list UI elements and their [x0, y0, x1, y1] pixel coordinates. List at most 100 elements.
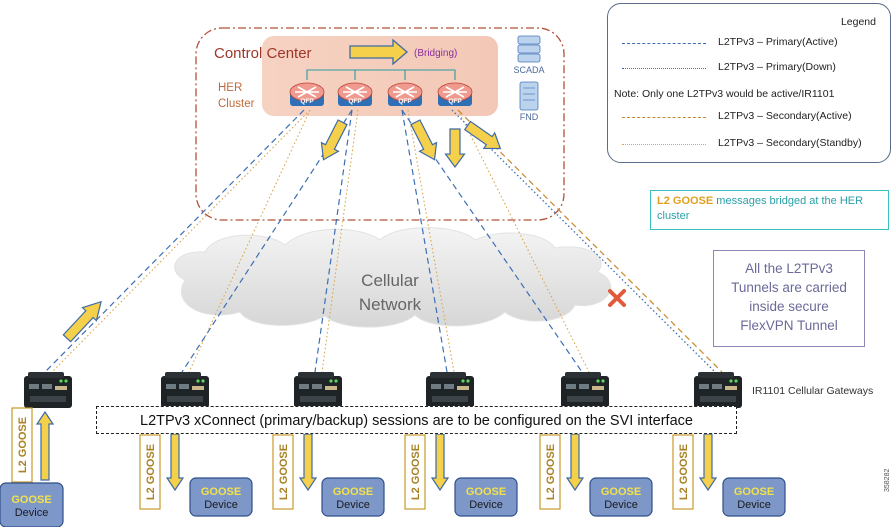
legend-item-primary-down: L2TPv3 – Primary(Down) — [614, 61, 882, 75]
l2-goose-label: L2 GOOSE — [11, 407, 33, 483]
router-label: QFP — [448, 98, 462, 105]
goose-arrow — [698, 433, 718, 492]
device-label-line2: Device — [204, 499, 238, 511]
device-label-line2: Device — [469, 499, 503, 511]
her-label: HER — [218, 82, 242, 94]
tunnel-secondary — [51, 109, 311, 373]
tunnel-lines — [44, 109, 723, 373]
legend-note: Note: Only one L2TPv3 would be active/IR… — [614, 88, 835, 100]
cluster-bus — [306, 69, 456, 80]
tunnel-primary — [401, 109, 448, 373]
control-center: Control Center HER Cluster (Bridging) — [195, 27, 565, 221]
fnd-label: FND — [520, 112, 539, 122]
scada-label: SCADA — [513, 65, 544, 75]
svg-text:L2 GOOSE: L2 GOOSE — [545, 444, 557, 500]
goose-arrow — [430, 433, 450, 492]
fnd-server: FND — [519, 81, 539, 122]
legend-item-secondary-active: L2TPv3 – Secondary(Active) — [614, 110, 882, 124]
figure-id: 358282 — [884, 468, 891, 492]
her-router-icon: QFP — [337, 82, 373, 106]
flow-arrow — [444, 128, 466, 169]
tunnel-secondary — [457, 109, 590, 373]
device-label-line1: GOOSE — [466, 486, 506, 498]
ir1101-gateway-icon — [24, 372, 72, 408]
legend-label: L2TPv3 – Primary(Down) — [718, 61, 836, 73]
flexvpn-note: All the L2TPv3 Tunnels are carried insid… — [713, 250, 865, 347]
cloud-label-line1: Cellular — [361, 271, 419, 290]
ir1101-gateway-icon — [694, 372, 742, 408]
tunnel-primary — [44, 109, 305, 373]
tunnel-secondary — [407, 109, 455, 373]
tunnel-primary — [451, 109, 716, 373]
goose-arrow — [35, 410, 55, 481]
router-label: QFP — [398, 98, 412, 105]
flow-arrow — [62, 300, 102, 343]
cloud-label-line2: Network — [359, 295, 422, 314]
router-label: QFP — [348, 98, 362, 105]
l2-goose-label: L2 GOOSE — [672, 434, 694, 510]
ir1101-gateway-icon — [161, 372, 209, 408]
control-center-title: Control Center — [214, 45, 312, 62]
svg-text:L2 GOOSE: L2 GOOSE — [410, 444, 422, 500]
legend-label: L2TPv3 – Secondary(Standby) — [718, 137, 862, 149]
flow-arrow — [410, 119, 438, 161]
scada-server: SCADA — [513, 35, 545, 75]
svg-text:L2 GOOSE: L2 GOOSE — [678, 444, 690, 500]
device-label-line1: GOOSE — [734, 486, 774, 498]
device-label-line2: Device — [15, 507, 49, 519]
legend-item-secondary-standby: L2TPv3 – Secondary(Standby) — [614, 137, 882, 151]
device-label-line1: GOOSE — [11, 494, 51, 506]
tunnel-down-marker — [608, 289, 626, 307]
tunnel-secondary — [457, 109, 723, 373]
goose-flow-arrows — [62, 119, 502, 343]
goose-note-bold: L2 GOOSE — [657, 195, 714, 207]
goose-note-text: messages bridged at the HER cluster — [657, 195, 864, 223]
tunnel-primary — [314, 109, 353, 373]
svg-text:L2 GOOSE: L2 GOOSE — [145, 444, 157, 500]
goose-arrow — [165, 433, 185, 492]
gateway-label: IR1101 Cellular Gateways — [752, 385, 874, 397]
her-router-icon: QFP — [387, 82, 423, 106]
router-label: QFP — [300, 98, 314, 105]
flex-note-line: All the L2TPv3 — [745, 261, 833, 276]
legend: Legend L2TPv3 – Primary(Active) L2TPv3 –… — [607, 3, 891, 163]
device-label-line2: Device — [737, 499, 771, 511]
flex-note-line: FlexVPN Tunnel — [740, 317, 838, 333]
legend-item-primary-active: L2TPv3 – Primary(Active) — [614, 36, 882, 50]
legend-label: L2TPv3 – Primary(Active) — [718, 36, 838, 48]
device-label-line1: GOOSE — [601, 486, 641, 498]
svg-text:L2 GOOSE: L2 GOOSE — [17, 417, 29, 473]
legend-title: Legend — [840, 16, 876, 28]
session-config-note: L2TPv3 xConnect (primary/backup) session… — [96, 406, 737, 434]
her-router-icon: QFP — [437, 82, 473, 106]
flow-arrow — [463, 120, 502, 150]
device-label-line2: Device — [336, 499, 370, 511]
goose-bridging-note: L2 GOOSE messages bridged at the HER clu… — [650, 190, 889, 230]
svg-text:L2 GOOSE: L2 GOOSE — [278, 444, 290, 500]
flex-note-line: inside secure — [749, 298, 829, 314]
cellular-network-cloud: Cellular Network — [174, 227, 612, 328]
ir1101-gateway-icon — [426, 372, 474, 408]
l2-goose-label: L2 GOOSE — [539, 434, 561, 510]
device-label-line1: GOOSE — [333, 486, 373, 498]
ir1101-gateway-icon — [561, 372, 609, 408]
goose-arrow — [298, 433, 318, 492]
l2-goose-label: L2 GOOSE — [139, 434, 161, 510]
ir1101-gateways — [24, 372, 742, 408]
bridging-arrow — [349, 38, 408, 66]
flow-arrow — [320, 119, 348, 161]
ir1101-gateway-icon — [294, 372, 342, 408]
device-label-line2: Device — [604, 499, 638, 511]
l2-goose-label: L2 GOOSE — [272, 434, 294, 510]
her-router-icon: QFP — [289, 82, 325, 106]
cluster-label: Cluster — [218, 98, 255, 110]
l2-goose-label: L2 GOOSE — [404, 434, 426, 510]
flex-note-line: Tunnels are carried — [731, 279, 847, 295]
tunnel-secondary — [321, 109, 359, 373]
goose-arrow — [565, 433, 585, 492]
